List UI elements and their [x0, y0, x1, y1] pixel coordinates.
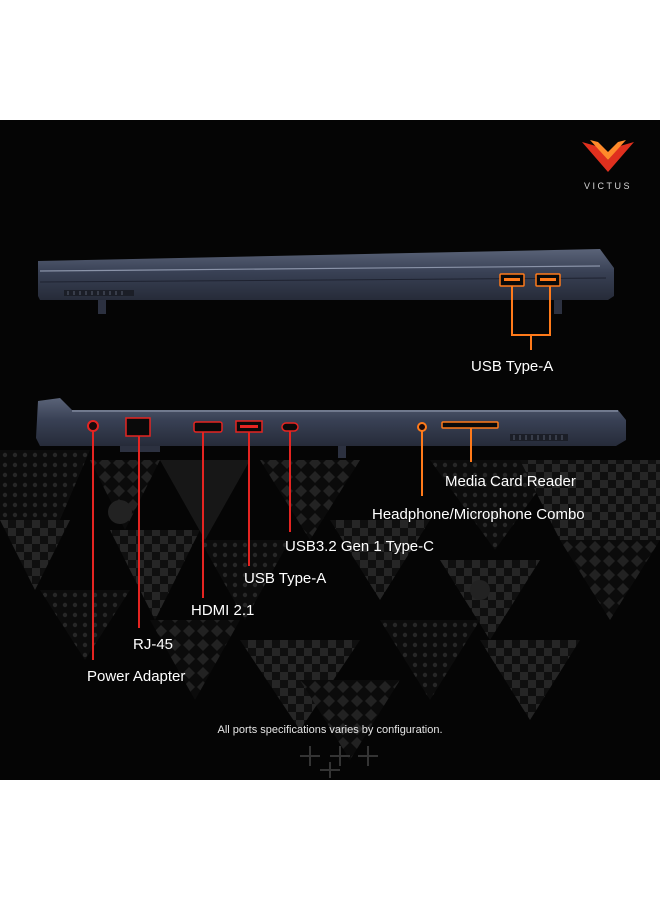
- victus-logo: VICTUS: [578, 138, 638, 191]
- product-image-panel: VICTUS USB Type-A Media Card Reader Head…: [0, 120, 660, 780]
- decorative-pattern: [0, 450, 660, 778]
- laptop-ports-illustration: [0, 249, 660, 778]
- laptop-side-view-right: [38, 249, 614, 314]
- callout-hdmi: HDMI 2.1: [191, 602, 255, 619]
- callout-usb-type-c: USB3.2 Gen 1 Type-C: [285, 538, 434, 555]
- top-callout-lines: [511, 286, 551, 350]
- callout-rj45: RJ-45: [133, 636, 174, 653]
- callout-headphone-microphone-combo: Headphone/Microphone Combo: [372, 506, 585, 523]
- victus-v-icon: [582, 140, 634, 172]
- bottom-callout-lines: [92, 428, 472, 660]
- configuration-footnote: All ports specifications varies by confi…: [217, 724, 443, 736]
- callout-usb-type-a-top: USB Type-A: [471, 358, 554, 375]
- callout-power-adapter: Power Adapter: [87, 668, 186, 685]
- brand-wordmark: VICTUS: [583, 181, 632, 191]
- laptop-side-view-left: [36, 398, 626, 458]
- callout-usb-type-a-left: USB Type-A: [244, 570, 327, 587]
- callout-media-card-reader: Media Card Reader: [445, 473, 576, 490]
